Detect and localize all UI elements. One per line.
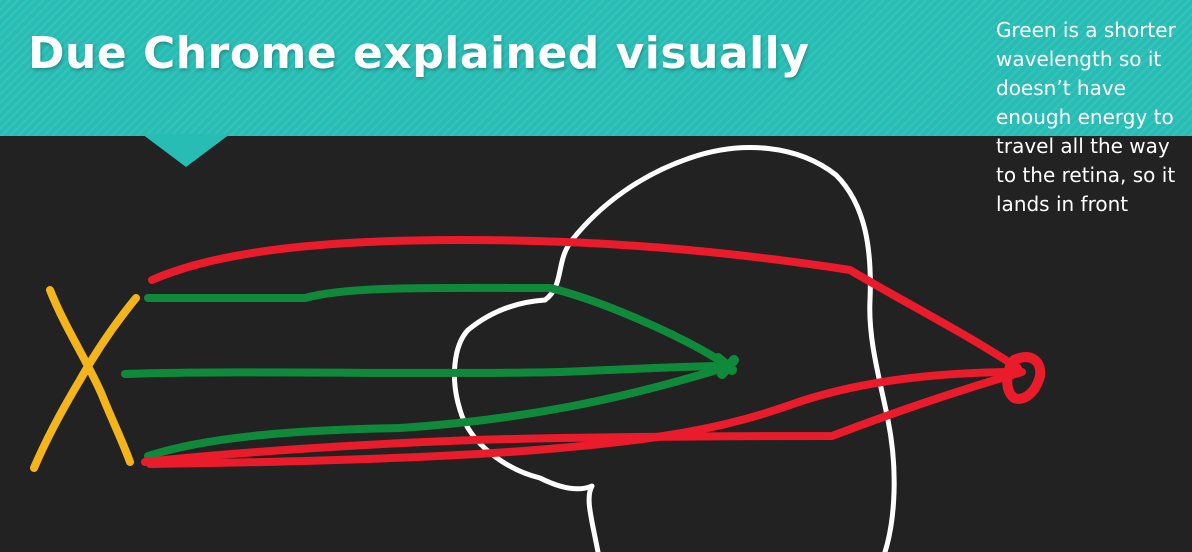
title-banner	[0, 0, 1192, 136]
red-focal-point	[1002, 352, 1046, 404]
green-focal-point	[713, 353, 739, 379]
green-ray-middle	[121, 362, 732, 378]
green-ray-top	[144, 283, 726, 366]
green-ray-bottom	[144, 362, 734, 460]
red-ray-bottom-b	[146, 368, 1024, 468]
eye-outline	[451, 145, 897, 552]
red-ray-top	[148, 236, 1022, 372]
explanation-note: Green is a shorter wavelength so it does…	[996, 18, 1176, 216]
object-x-stroke-2	[30, 294, 140, 472]
banner-pointer	[142, 134, 230, 167]
object-x-stroke-1	[46, 286, 134, 466]
slide-title: Due Chrome explained visually	[28, 28, 810, 79]
